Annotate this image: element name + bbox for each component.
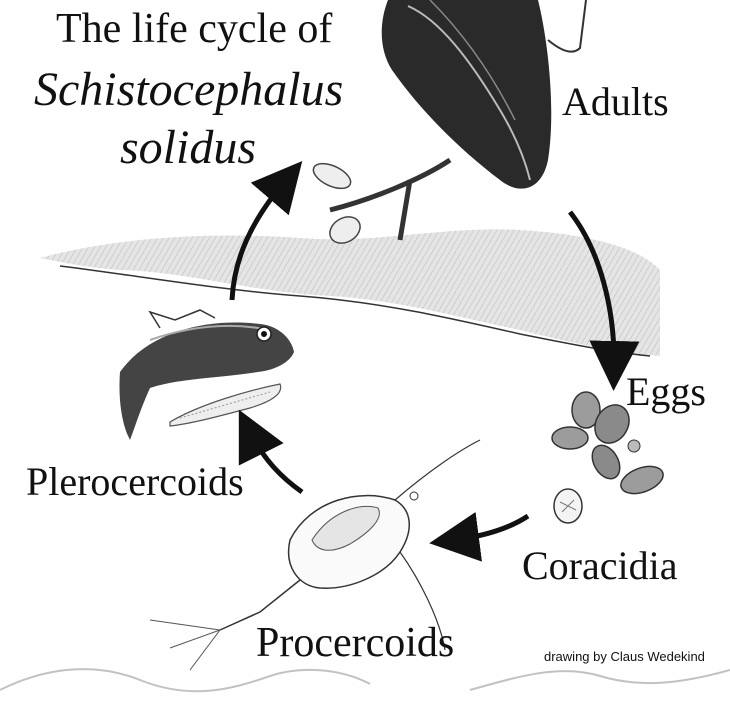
title-line-2: Schistocephalus [34,66,343,114]
stickleback-fish-icon [119,310,294,440]
arrow-procercoids-to-plerocercoids [250,432,302,492]
plerocercoid-worm-icon [170,384,281,426]
stage-label-procercoids: Procercoids [256,622,454,664]
background-sketch [0,669,730,691]
title-line-1: The life cycle of [56,8,332,50]
stage-label-adults: Adults [562,82,669,122]
title-line-3: solidus [120,124,256,172]
arrow-coracidia-to-procercoids [454,516,528,540]
stage-label-plerocercoids: Plerocercoids [26,462,244,502]
bird-head-icon [382,0,586,189]
coracidium-icon [554,489,582,523]
stage-label-coracidia: Coracidia [522,546,678,586]
drawing-credit: drawing by Claus Wedekind [544,650,705,663]
water-surface [40,229,660,356]
stage-label-eggs: Eggs [626,372,706,412]
